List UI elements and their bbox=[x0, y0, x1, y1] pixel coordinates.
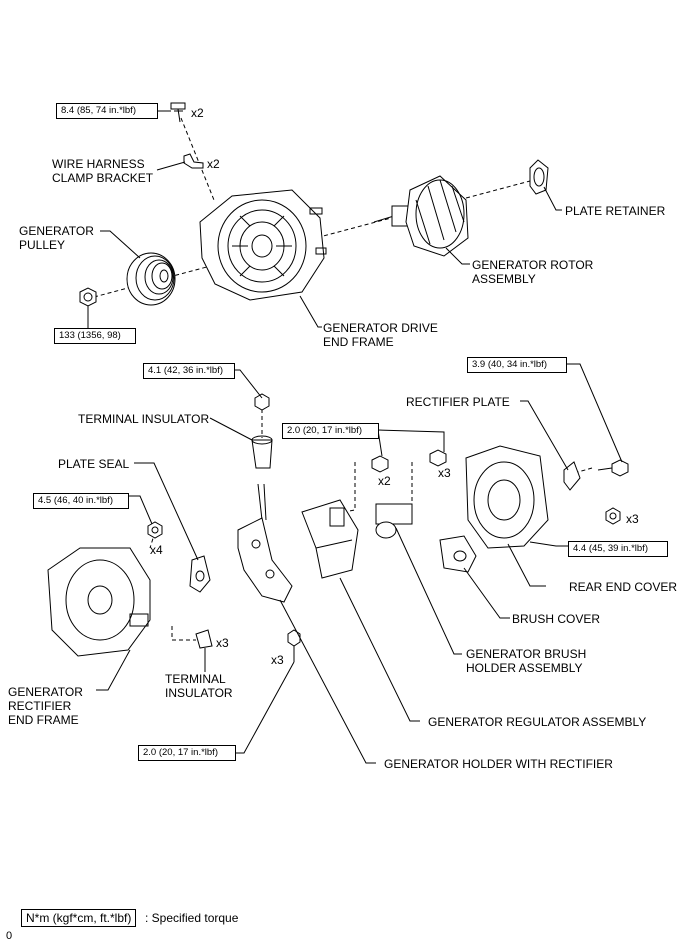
label-wire-harness-clamp-bracket: WIRE HARNESS CLAMP BRACKET bbox=[52, 157, 154, 185]
holder-with-rectifier-icon bbox=[237, 483, 293, 603]
torque-box-pulley-nut: 133 (1356, 98) bbox=[54, 328, 136, 344]
rectifier-plate-icon bbox=[563, 461, 581, 491]
qty-bolt-top: x2 bbox=[191, 106, 204, 120]
lower-leader-lines bbox=[96, 363, 623, 764]
torque-box-rear-cover-nut: 4.4 (45, 39 in.*lbf) bbox=[568, 541, 668, 557]
screw-regulator-icon bbox=[371, 455, 389, 473]
torque-box-holder-screw: 2.0 (20, 17 in.*lbf) bbox=[138, 745, 236, 761]
nut-rear-cover-icon bbox=[605, 507, 621, 525]
plate-seal-icon bbox=[189, 555, 211, 593]
drive-end-frame-icon bbox=[199, 189, 327, 301]
qty-rear-cover-nut: x3 bbox=[626, 512, 639, 526]
rear-end-cover-icon bbox=[465, 445, 549, 549]
label-rear-end-cover: REAR END COVER bbox=[569, 580, 678, 594]
torque-box-bolt-top: 8.4 (85, 74 in.*lbf) bbox=[56, 103, 158, 119]
qty-regulator-screw: x2 bbox=[378, 474, 391, 488]
qty-clamp-bracket: x2 bbox=[207, 157, 220, 171]
screw-brush-holder-icon bbox=[429, 449, 447, 467]
label-generator-rotor-assembly: GENERATOR ROTOR ASSEMBLY bbox=[472, 258, 594, 286]
rotor-assembly-icon bbox=[373, 175, 469, 257]
torque-box-regulator-screw: 2.0 (20, 17 in.*lbf) bbox=[282, 423, 379, 439]
label-generator-brush-holder-assembly: GENERATOR BRUSH HOLDER ASSEMBLY bbox=[466, 647, 587, 675]
label-terminal-insulator-bottom: TERMINAL INSULATOR bbox=[165, 672, 233, 700]
terminal-insulator-top-icon bbox=[251, 393, 273, 469]
upper-leader-lines bbox=[87, 110, 562, 328]
legend-description: : Specified torque bbox=[145, 911, 239, 925]
bolt-top-icon bbox=[170, 102, 186, 123]
label-terminal-insulator-top: TERMINAL INSULATOR bbox=[78, 412, 210, 426]
label-plate-seal: PLATE SEAL bbox=[58, 457, 130, 471]
regulator-icon bbox=[301, 499, 359, 579]
nut-rectifier-frame-icon bbox=[147, 521, 163, 539]
torque-box-rectifier-plate-screw: 3.9 (40, 34 in.*lbf) bbox=[467, 357, 567, 373]
brush-holder-icon bbox=[375, 503, 413, 539]
clamp-bracket-icon bbox=[183, 153, 204, 169]
label-generator-holder-with-rectifier: GENERATOR HOLDER WITH RECTIFIER bbox=[384, 757, 613, 771]
qty-brush-holder-screw: x3 bbox=[438, 466, 451, 480]
pulley-nut-icon bbox=[79, 287, 97, 307]
label-plate-retainer: PLATE RETAINER bbox=[565, 204, 666, 218]
rectifier-end-frame-icon bbox=[47, 547, 151, 657]
screw-holder-icon bbox=[287, 629, 301, 662]
label-generator-rectifier-end-frame: GENERATOR RECTIFIER END FRAME bbox=[8, 685, 83, 727]
label-generator-drive-end-frame: GENERATOR DRIVE END FRAME bbox=[323, 321, 438, 349]
insulator-bottom-icon bbox=[195, 629, 213, 649]
qty-holder-screw: x3 bbox=[271, 653, 284, 667]
label-generator-pulley: GENERATOR PULLEY bbox=[19, 224, 94, 252]
generator-pulley-icon bbox=[126, 252, 176, 306]
torque-box-terminal-nut: 4.1 (42, 36 in.*lbf) bbox=[143, 363, 235, 379]
screw-rectifier-plate-icon bbox=[597, 459, 629, 477]
torque-box-frame-nut: 4.5 (46, 40 in.*lbf) bbox=[33, 493, 129, 509]
label-rectifier-plate: RECTIFIER PLATE bbox=[406, 395, 510, 409]
brush-cover-icon bbox=[439, 535, 477, 573]
label-generator-regulator-assembly: GENERATOR REGULATOR ASSEMBLY bbox=[428, 715, 647, 729]
qty-terminal-insulator: x3 bbox=[216, 636, 229, 650]
label-brush-cover: BRUSH COVER bbox=[512, 612, 601, 626]
page-number: 0 bbox=[6, 930, 13, 942]
qty-frame-nut: x4 bbox=[150, 543, 163, 557]
legend-units-box: N*m (kgf*cm, ft.*lbf) bbox=[21, 909, 137, 927]
